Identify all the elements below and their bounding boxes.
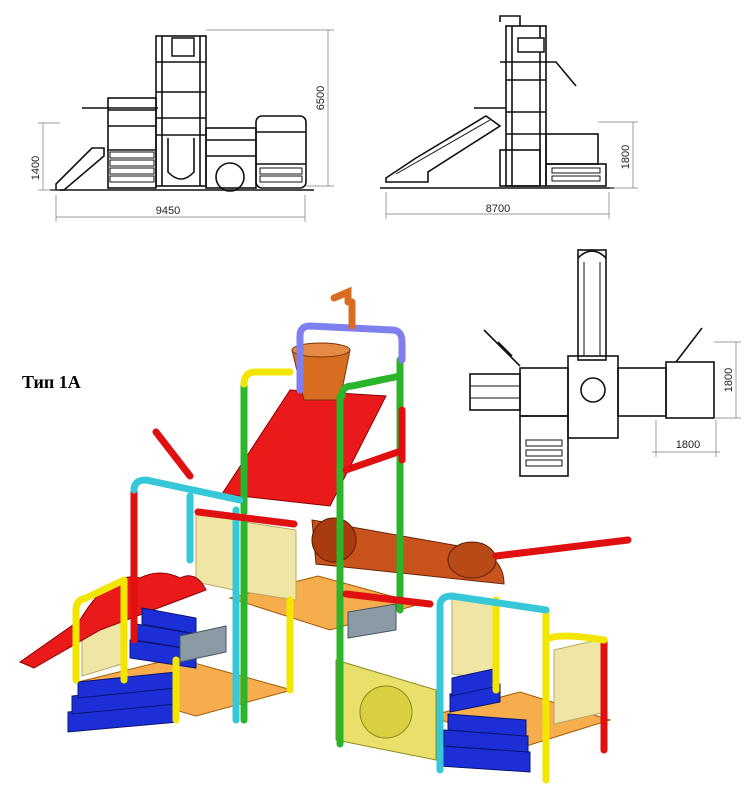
support-posts [72,332,608,784]
playground-3d-render [18,286,632,784]
dimension-front-height: 6500 [315,86,327,110]
panel-left [195,509,235,591]
steps-grey [179,603,397,663]
dimension-front-step: 1400 [30,156,42,180]
dimension-plan-width: 1800 [676,439,700,451]
side-view-dimensions [385,121,638,219]
dimension-plan-height: 1800 [723,368,735,392]
dimension-side-height: 1800 [620,145,632,169]
dimension-front-width: 9450 [156,205,180,217]
tunnel-hole [359,685,413,739]
handrails [72,286,632,644]
drawing-title: Тип 1А [22,372,81,392]
front-view-drawing [50,35,314,192]
stairs-upper-right [449,667,501,713]
stairs-right [439,713,531,773]
plan-view-dimensions [652,341,741,457]
panel-right [451,593,497,681]
stairs-left [67,671,179,733]
front-view-dimensions [38,29,334,222]
side-view-drawing [380,15,614,189]
panel-far-right [553,637,607,725]
plan-view-drawing [469,249,715,477]
panel-center [243,521,297,601]
dimension-side-width: 8700 [486,203,510,215]
